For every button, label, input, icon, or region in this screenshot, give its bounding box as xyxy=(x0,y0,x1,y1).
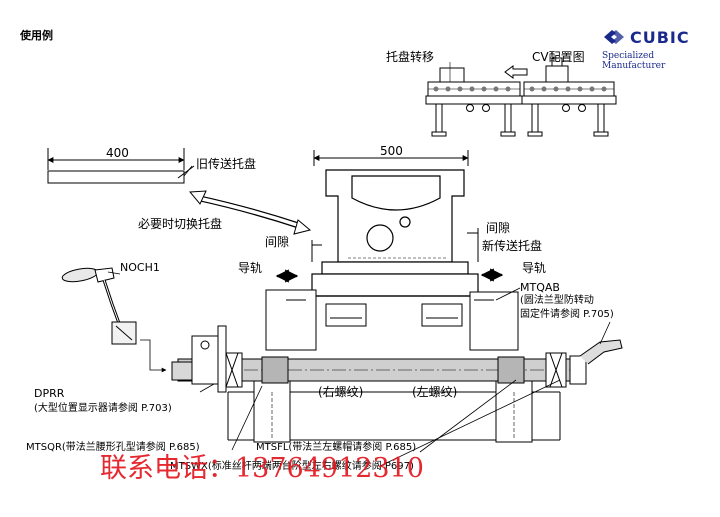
label-guide-left: 导轨 xyxy=(238,261,263,275)
label-mtswx: MTSWX(标准丝杆两端两台阶型左右螺纹请参阅 P697) xyxy=(170,461,414,472)
arrow-left-icon xyxy=(504,65,528,79)
dimension-400-label: 400 xyxy=(106,146,129,160)
label-noch1: NOCH1 xyxy=(120,261,160,274)
old-pallet-figure xyxy=(47,148,195,184)
lead-screw xyxy=(177,352,581,388)
label-mtsqr: MTSQR(带法兰腰形孔型请参阅 P.685) xyxy=(26,442,200,453)
label-dprr-desc: (大型位置显示器请参阅 P.703) xyxy=(34,403,172,414)
position-display xyxy=(171,325,227,393)
label-mtqab: MTQAB xyxy=(520,281,560,294)
label-mtqab-desc-1: (圆法兰型防转动 xyxy=(520,295,594,306)
label-new-pallet: 新传送托盘 xyxy=(482,239,543,253)
conveyor-layout-figure xyxy=(425,57,617,137)
handle-icon xyxy=(569,339,623,385)
label-gap-right: 间隙 xyxy=(486,221,511,235)
guide-rails xyxy=(265,289,519,351)
label-cv-layout: CV配置图 xyxy=(532,50,585,64)
machine-frame xyxy=(227,379,561,443)
label-switch-pallet: 必要时切换托盘 xyxy=(138,217,223,231)
label-dprr: DPRR xyxy=(34,387,65,400)
crank-icon xyxy=(61,267,137,345)
brand-block: CUBIC Specialized Manufacturer xyxy=(600,24,710,71)
contact-watermark: 联系电话：13764912310 xyxy=(100,453,424,484)
dimension-500 xyxy=(313,150,469,166)
brand-tagline: Specialized Manufacturer xyxy=(602,51,666,71)
label-old-pallet: 旧传送托盘 xyxy=(196,157,257,171)
dimension-500-label: 500 xyxy=(380,144,403,158)
brand-name: CUBIC xyxy=(630,28,690,47)
label-gap-left: 间隙 xyxy=(265,235,290,249)
leader-lines xyxy=(107,165,611,467)
gap-markers xyxy=(311,228,479,262)
section-title: 使用例 xyxy=(20,29,53,42)
cubic-logo-icon xyxy=(604,30,624,44)
label-guide-right: 导轨 xyxy=(522,261,547,275)
label-pallet-transfer: 托盘转移 xyxy=(386,50,435,64)
workpiece-figure xyxy=(311,169,479,297)
label-left-thread: (左螺纹) xyxy=(412,385,458,399)
label-right-thread: (右螺纹) xyxy=(318,385,364,399)
double-arrow-icon xyxy=(188,190,312,235)
label-mtsfl: MTSFL(带法兰左螺帽请参阅 P.685) xyxy=(256,442,417,453)
label-mtqab-desc-2: 固定件请参阅 P.705) xyxy=(520,309,614,320)
